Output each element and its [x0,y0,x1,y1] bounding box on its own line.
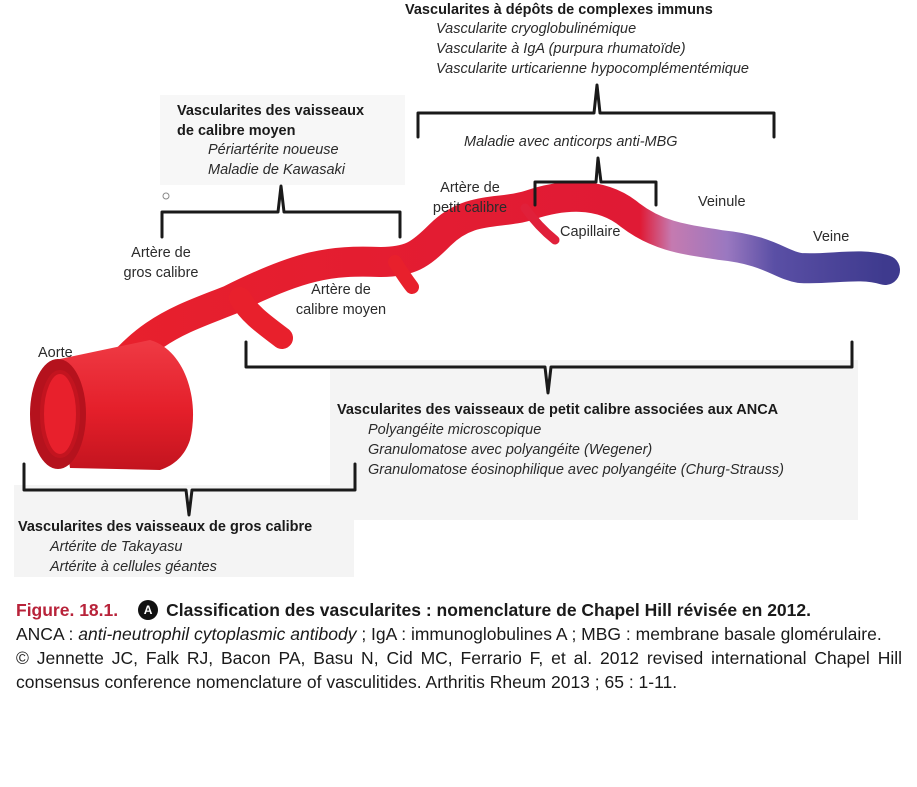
label-artere-gros-line2: gros calibre [108,263,214,283]
group-anca-item: Polyangéite microscopique [368,420,784,440]
label-veinule: Veinule [698,192,746,212]
group-large-title: Vascularites des vaisseaux de gros calib… [18,517,312,537]
abbr-anca-definition: anti-neutrophil cytoplasmic antibody [78,624,356,644]
label-artere-gros-line1: Artère de [108,243,214,263]
group-medium-title-line1: Vascularites des vaisseaux [177,101,364,121]
group-anca-item: Granulomatose avec polyangéite (Wegener) [368,440,784,460]
label-capillaire: Capillaire [560,222,620,242]
abbr-rest: ; IgA : immunoglobulines A ; MBG : membr… [356,624,881,644]
branch-medium [240,298,282,338]
caption-reference: © Jennette JC, Falk RJ, Bacon PA, Basu N… [16,646,902,694]
group-medium-list: Périartérite noueuse Maladie de Kawasaki [208,140,345,180]
group-medium-title: Vascularites des vaisseaux de calibre mo… [177,101,364,141]
stray-dot [163,193,169,199]
caption-abbreviations: ANCA : anti-neutrophil cytoplasmic antib… [16,622,902,646]
label-artere-moyen-line2: calibre moyen [282,300,400,320]
label-artere-gros: Artère de gros calibre [108,243,214,283]
group-medium-item: Périartérite noueuse [208,140,345,160]
group-anca-item: Granulomatose éosinophilique avec polyan… [368,460,784,480]
figure-number: Figure. 18.1. [16,600,118,620]
vessel-illustration [0,0,917,590]
bracket-immune [418,85,774,137]
label-artere-petit: Artère de petit calibre [418,178,522,218]
figure-caption: Figure. 18.1. A Classification des vascula… [16,598,902,694]
bracket-medium [162,186,400,237]
group-immune-item: Vascularite à IgA (purpura rhumatoïde) [436,39,749,59]
group-anca-list: Polyangéite microscopique Granulomatose … [368,420,784,480]
vasculitis-diagram: Aorte Artère de gros calibre Artère de c… [0,0,917,590]
label-artere-moyen-line1: Artère de [282,280,400,300]
group-medium-item: Maladie de Kawasaki [208,160,345,180]
group-large-list: Artérite de Takayasu Artérite à cellules… [50,537,217,577]
group-immune-item: Vascularite urticarienne hypocomplémenté… [436,59,749,79]
label-aorte: Aorte [38,343,73,363]
caption-title: Classification des vascularites : nomenc… [166,600,811,620]
group-large-item: Artérite à cellules géantes [50,557,217,577]
abbr-anca: ANCA : [16,624,78,644]
label-artere-petit-line1: Artère de [418,178,522,198]
label-artere-petit-line2: petit calibre [418,198,522,218]
caption-heading: Figure. 18.1. A Classification des vascula… [16,598,902,622]
label-veine: Veine [813,227,849,247]
group-immune-item: Vascularite cryoglobulinémique [436,19,749,39]
group-mbg-label: Maladie avec anticorps anti-MBG [464,132,678,152]
group-anca-title: Vascularites des vaisseaux de petit cali… [337,400,778,420]
group-medium-title-line2: de calibre moyen [177,121,364,141]
group-immune-list: Vascularite cryoglobulinémique Vasculari… [436,19,749,79]
group-immune-title: Vascularites à dépôts de complexes immun… [405,0,713,20]
panel-badge-icon: A [138,600,158,620]
group-large-item: Artérite de Takayasu [50,537,217,557]
aorta-lumen [42,372,78,456]
label-artere-moyen: Artère de calibre moyen [282,280,400,320]
